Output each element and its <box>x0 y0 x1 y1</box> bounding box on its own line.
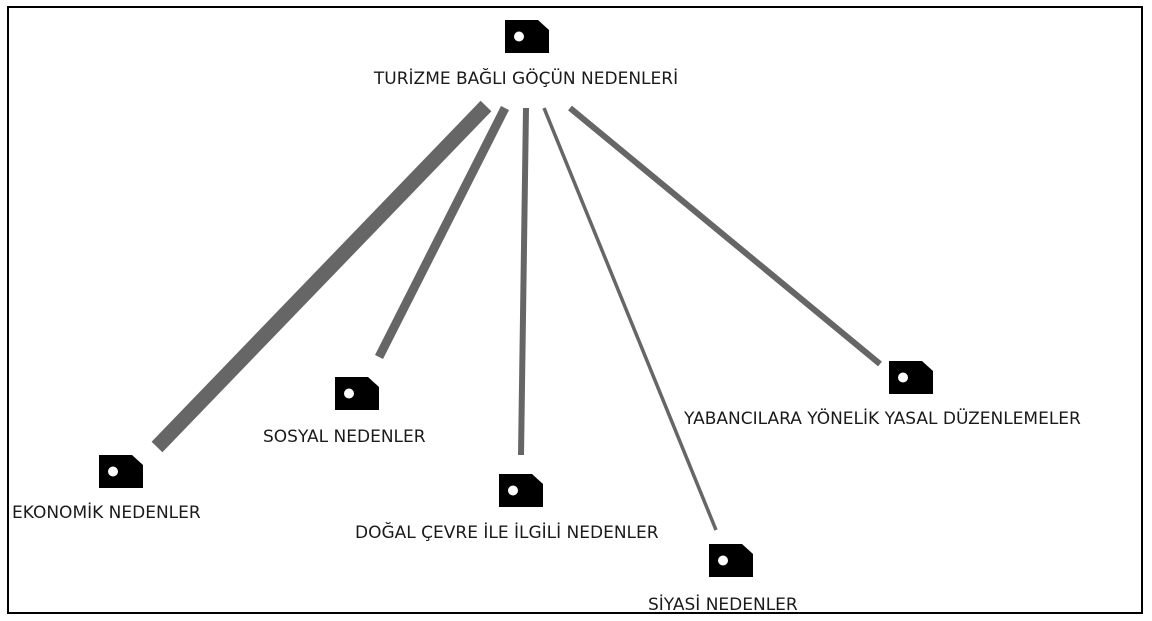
tag-icon <box>99 455 143 488</box>
node-dogal-cevre[interactable]: DOĞAL ÇEVRE İLE İLGİLİ NEDENLER <box>355 474 659 543</box>
tag-icon <box>889 361 933 394</box>
node-siyasi[interactable]: SİYASİ NEDENLER <box>648 544 798 615</box>
node-siyasi-label: SİYASİ NEDENLER <box>648 594 798 615</box>
tag-icon <box>709 544 753 577</box>
diagram-frame <box>7 6 1143 614</box>
edge-dogal-cevre <box>518 107 529 456</box>
node-sosyal-label: SOSYAL NEDENLER <box>263 427 426 447</box>
edge-ekonomik <box>151 100 492 453</box>
root-node[interactable]: TURİZME BAĞLI GÖÇÜN NEDENLERİ <box>373 20 678 89</box>
node-yabancilara-label: YABANCILARA YÖNELİK YASAL DÜZENLEMELER <box>683 407 1081 429</box>
node-yabancilara[interactable]: YABANCILARA YÖNELİK YASAL DÜZENLEMELER <box>683 361 1081 429</box>
node-dogal-cevre-label: DOĞAL ÇEVRE İLE İLGİLİ NEDENLER <box>355 521 659 543</box>
root-node-label: TURİZME BAĞLI GÖÇÜN NEDENLERİ <box>373 67 678 89</box>
edges <box>151 100 882 531</box>
edge-siyasi <box>542 107 718 531</box>
node-ekonomik[interactable]: EKONOMİK NEDENLER <box>12 455 201 523</box>
tag-icon <box>335 377 379 410</box>
node-ekonomik-label: EKONOMİK NEDENLER <box>12 502 201 523</box>
tag-icon <box>505 20 549 53</box>
tag-icon <box>499 474 543 507</box>
node-sosyal[interactable]: SOSYAL NEDENLER <box>263 377 426 447</box>
edge-sosyal <box>374 105 510 360</box>
edge-yabancilara <box>568 105 882 367</box>
